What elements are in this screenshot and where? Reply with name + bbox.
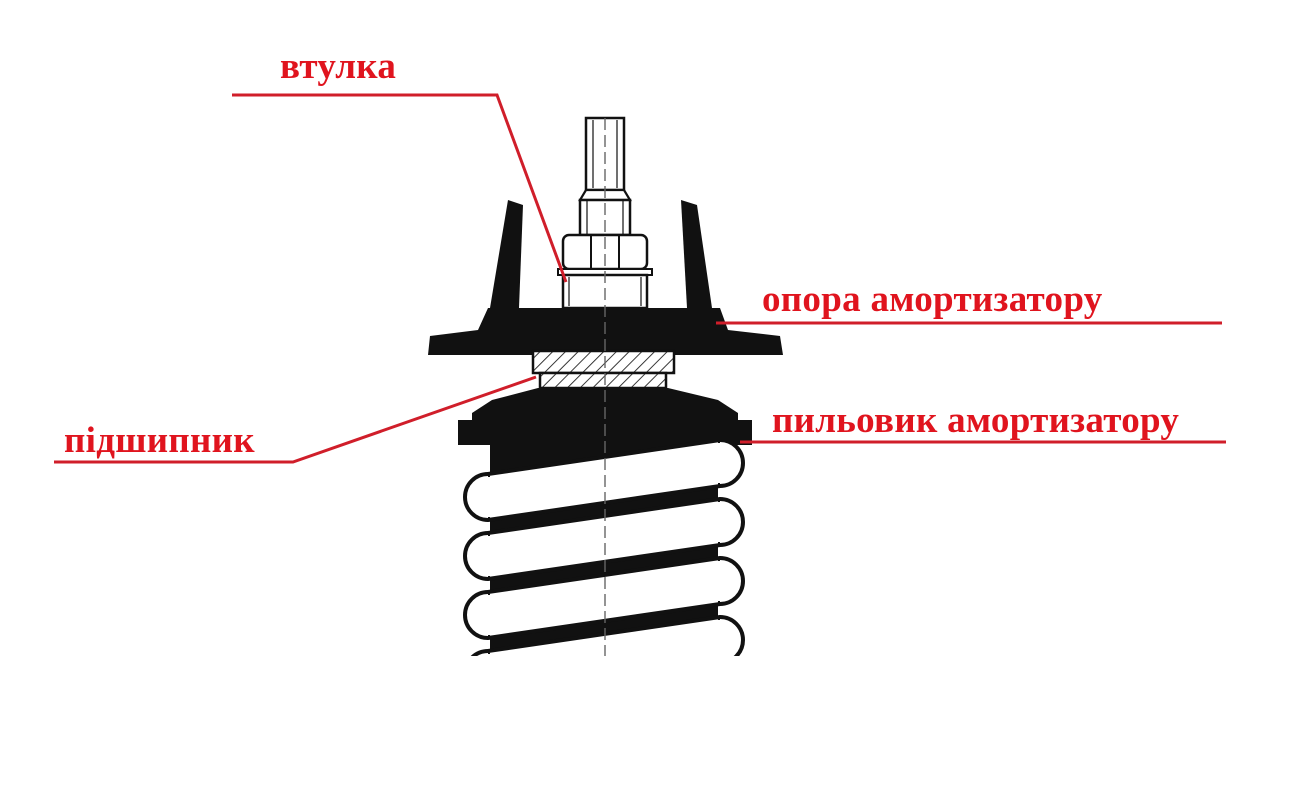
label-strut-mount: опора амортизатору [762,279,1103,320]
leader-lines [54,93,1226,464]
bearing [531,349,676,390]
label-bearing: підшипник [64,420,255,461]
leader-bearing [54,375,537,464]
leader-bushing [232,93,568,283]
label-dust-boot: пильовик амортизатору [772,400,1180,441]
coil-spring [463,440,745,656]
label-bushing: втулка [280,46,397,87]
